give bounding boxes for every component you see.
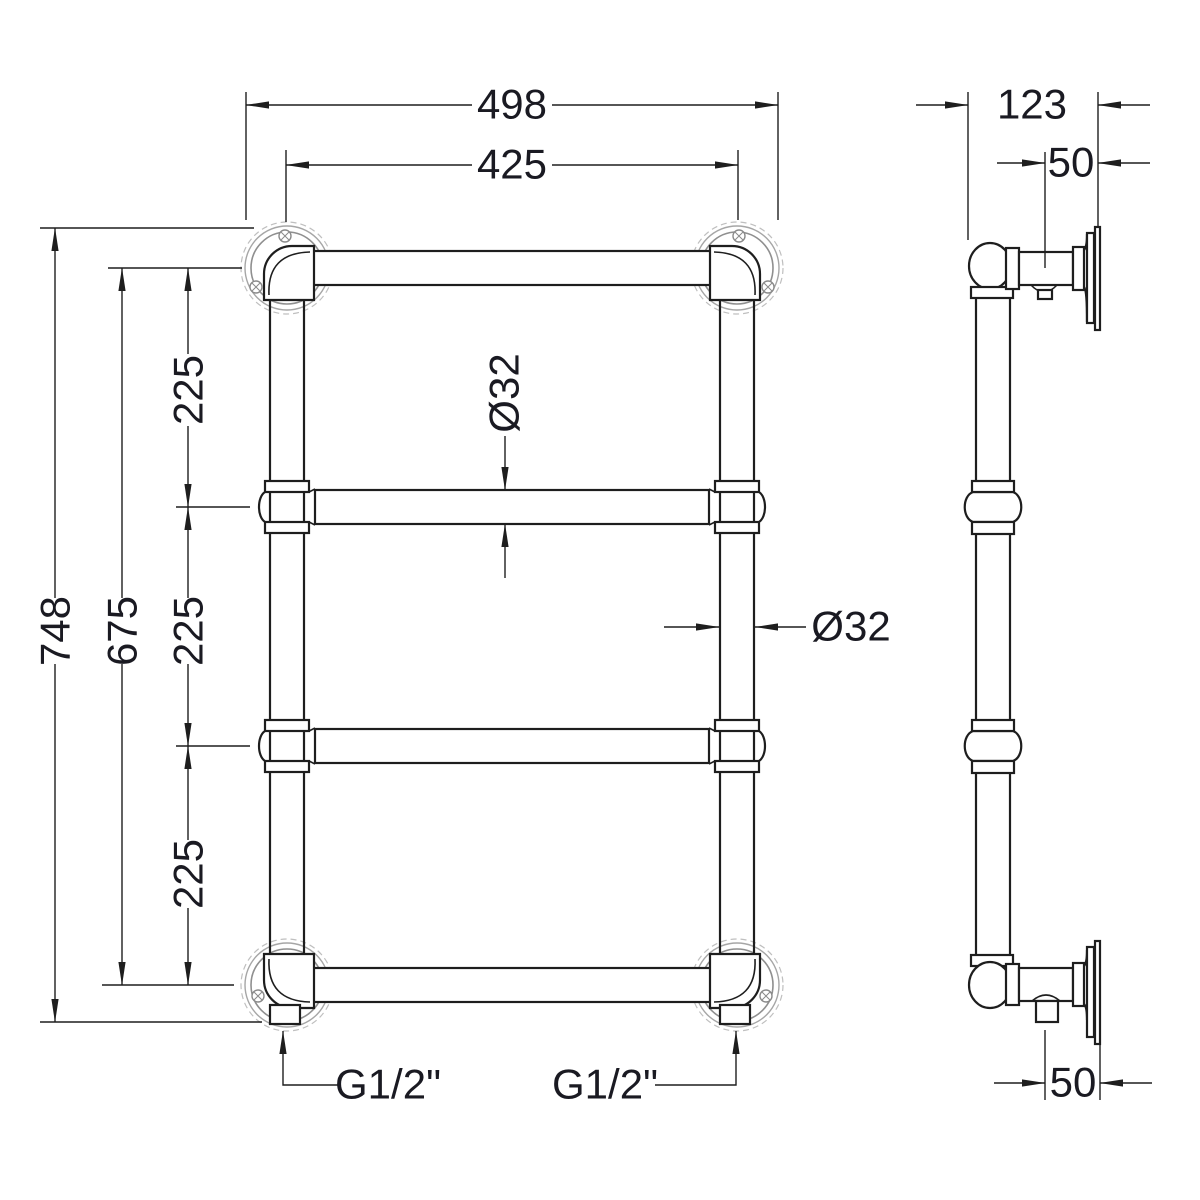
connection-stub-right — [718, 1003, 752, 1026]
dimension-labels: 498 425 748 675 225 225 225 Ø32 Ø32 G1/2… — [32, 81, 1097, 1108]
ball-elbow — [967, 960, 1013, 1010]
label-rail-pitch-top: 225 — [165, 355, 212, 425]
ball-elbow — [967, 241, 1013, 291]
junction-right-rail3 — [708, 718, 767, 774]
junction-left-rail3 — [257, 718, 316, 774]
label-wall-offset-top: 50 — [1048, 139, 1095, 186]
leader-connection-left — [279, 1030, 338, 1086]
bracket-arm — [1017, 250, 1075, 287]
front-view — [240, 221, 784, 1032]
dimension-annotations: 498 425 748 675 225 225 225 Ø32 Ø32 G1/2… — [32, 81, 1152, 1108]
rail-4 — [310, 966, 714, 1004]
leader-connection-right — [655, 1030, 740, 1086]
label-fixing-centres-width: 425 — [477, 141, 547, 188]
corner-elbow-bottom-right — [708, 952, 762, 1010]
label-wall-offset-bottom: 50 — [1050, 1059, 1097, 1106]
air-vent-nut — [1036, 288, 1054, 301]
corner-elbow-top-left — [262, 244, 316, 302]
label-depth-overall: 123 — [997, 81, 1067, 128]
junction-left-rail2 — [257, 479, 316, 535]
label-overall-height: 748 — [32, 596, 79, 666]
upright-left — [268, 299, 306, 955]
wall-plate — [1085, 231, 1096, 325]
label-connection-left: G1/2" — [335, 1061, 441, 1108]
label-rail-pitch-middle: 225 — [165, 596, 212, 666]
side-junction-rail2 — [963, 479, 1023, 536]
wall-plate — [1085, 945, 1096, 1039]
side-bracket-top — [967, 225, 1102, 332]
side-upright — [974, 298, 1012, 955]
rail-3 — [313, 727, 711, 765]
connection-stub-left — [268, 1003, 302, 1026]
rail-2 — [313, 488, 711, 526]
flange-screws — [249, 229, 775, 1003]
corner-elbow-top-right — [708, 244, 762, 302]
side-bracket-bottom — [967, 939, 1102, 1046]
label-connection-right: G1/2" — [552, 1061, 658, 1108]
dimension-lines — [51, 101, 1152, 1087]
junction-right-rail2 — [708, 479, 767, 535]
rail-1 — [310, 249, 714, 287]
bracket-arm — [1017, 966, 1075, 1003]
label-rail-diameter: Ø32 — [481, 353, 528, 432]
label-upright-diameter: Ø32 — [811, 603, 890, 650]
label-fixing-centres-height: 675 — [99, 596, 146, 666]
upright-right — [718, 299, 756, 955]
side-view — [963, 225, 1102, 1046]
side-junction-rail3 — [963, 718, 1023, 775]
label-overall-width: 498 — [477, 81, 547, 128]
connection-stub — [1034, 999, 1060, 1024]
label-rail-pitch-bottom: 225 — [165, 839, 212, 909]
corner-elbow-bottom-left — [262, 952, 316, 1010]
